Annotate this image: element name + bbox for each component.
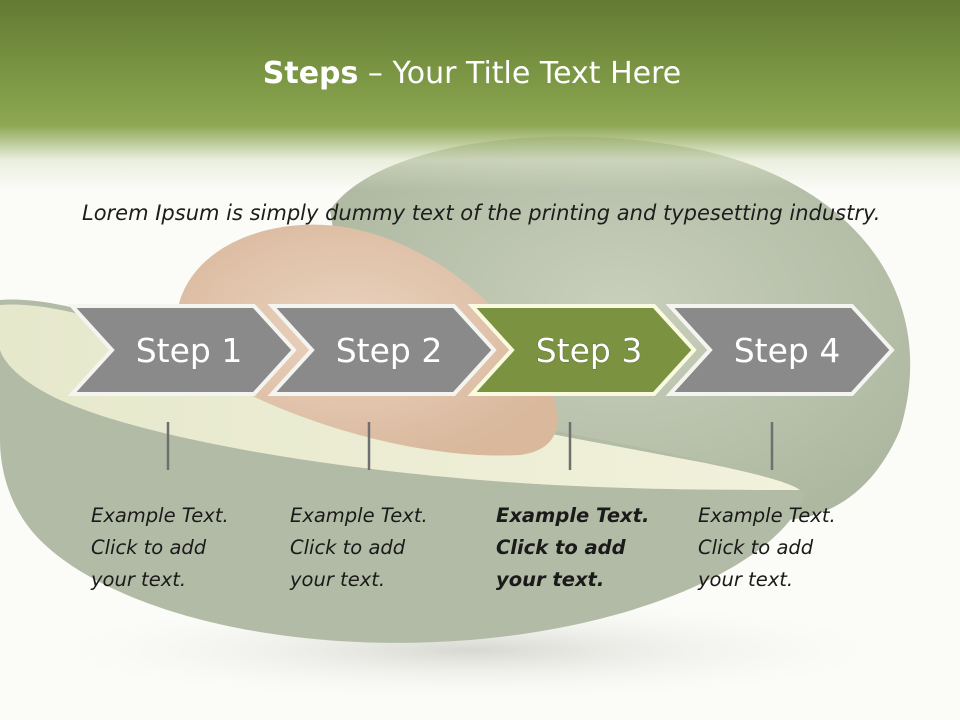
title-bold-text: Steps (262, 56, 359, 91)
step-3-arrow[interactable]: Step 3 (467, 304, 697, 396)
step-1-chevron (67, 304, 297, 396)
step-1-arrow[interactable]: Step 1 (67, 304, 297, 396)
step-2-description[interactable]: Example Text. Click to add your text. (290, 504, 428, 591)
step-3-chevron (467, 304, 697, 396)
step-3-label: Step 3 (536, 331, 643, 370)
step-1-label: Step 1 (136, 331, 243, 370)
step-4-label: Step 4 (734, 331, 841, 370)
step-3-description[interactable]: Example Text. Click to add your text. (496, 504, 650, 591)
step-4-description[interactable]: Example Text. Click to add your text. (698, 504, 836, 591)
intro-text: Lorem Ipsum is simply dummy text of the … (82, 201, 881, 225)
step-4-arrow[interactable]: Step 4 (665, 304, 895, 396)
step-1-description[interactable]: Example Text. Click to add your text. (91, 504, 229, 591)
header-band (0, 0, 960, 190)
step-2-chevron (267, 304, 497, 396)
step-2-label: Step 2 (336, 331, 443, 370)
step-2-arrow[interactable]: Step 2 (267, 304, 497, 396)
slide-title: Steps – Your Title Text Here (0, 52, 944, 96)
step-4-chevron (665, 304, 895, 396)
title-rest-text: – Your Title Text Here (367, 56, 682, 91)
